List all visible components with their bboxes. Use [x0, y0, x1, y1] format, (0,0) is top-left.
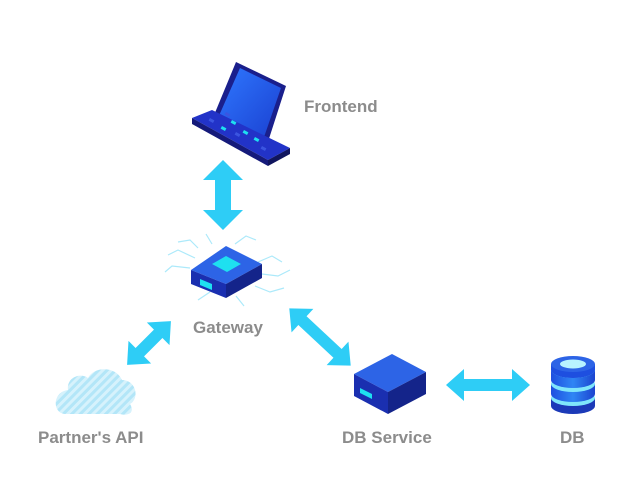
gateway-label: Gateway	[193, 318, 263, 337]
laptop-icon	[192, 62, 290, 166]
frontend-label: Frontend	[304, 97, 378, 116]
database-icon	[551, 356, 595, 414]
arrow-dbservice-db	[446, 369, 530, 401]
server-icon	[354, 354, 426, 414]
arrow-gateway-dbservice	[289, 308, 351, 366]
db-label: DB	[560, 428, 585, 447]
partner-api-label: Partner's API	[38, 428, 144, 447]
cloud-icon	[55, 369, 136, 415]
db-service-label: DB Service	[342, 428, 432, 447]
arrow-gateway-partner-api	[127, 321, 171, 365]
gateway-chip-icon	[164, 233, 291, 307]
arrow-frontend-gateway	[203, 160, 243, 230]
